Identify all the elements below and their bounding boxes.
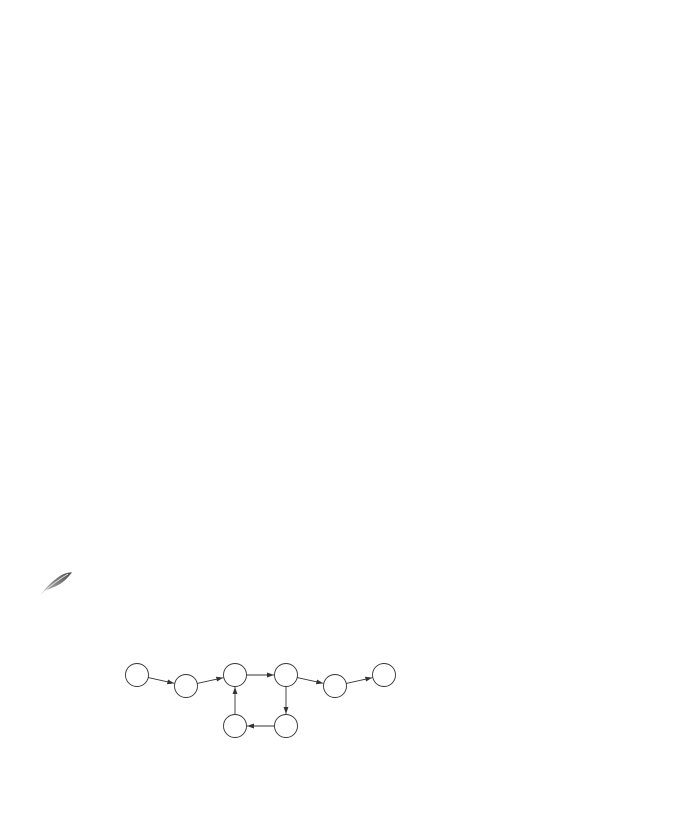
quill-feather-icon [40, 572, 72, 595]
edge-n2-to-n3 [197, 676, 224, 684]
edge-n1-to-n2 [148, 677, 175, 685]
edges-layer [148, 672, 373, 729]
graph-node-n1 [125, 663, 149, 687]
graph-node-n7 [274, 714, 298, 738]
graph-node-n2 [174, 674, 198, 698]
graph-node-n4 [274, 663, 298, 687]
graph-node-n5 [323, 674, 347, 698]
nodes-layer [125, 663, 396, 738]
graph-node-n6 [372, 663, 396, 687]
edge-n5-to-n6 [346, 676, 373, 684]
edge-n4-to-n5 [297, 677, 324, 685]
graph-node-n8 [223, 714, 247, 738]
graph-node-n3 [223, 663, 247, 687]
